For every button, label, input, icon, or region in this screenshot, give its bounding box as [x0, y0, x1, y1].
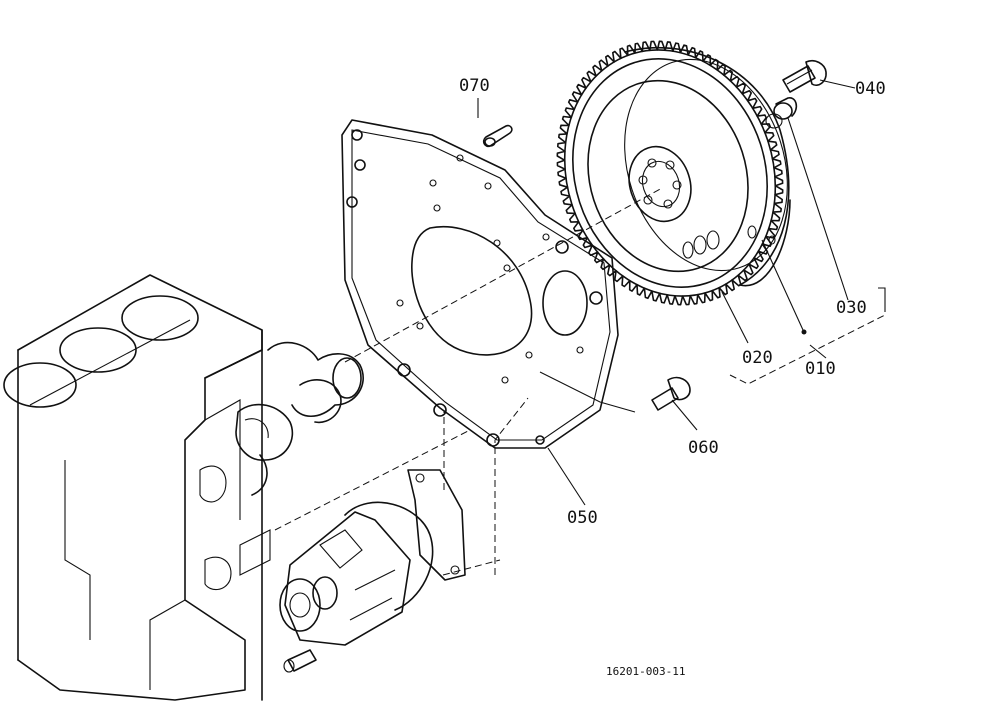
ring-gear-teeth-outline — [556, 40, 784, 306]
label-020: 020 — [742, 348, 773, 368]
ring-gear-teeth — [556, 40, 784, 306]
label-040: 040 — [855, 79, 886, 99]
assembly-lines — [274, 187, 886, 576]
dowel-pin — [482, 124, 513, 148]
label-060: 060 — [688, 438, 719, 458]
plate-bolt — [651, 376, 691, 411]
back-plate — [341, 119, 619, 449]
pilot-bearing — [765, 97, 798, 129]
label-010: 010 — [805, 359, 836, 379]
crankshaft — [235, 341, 364, 496]
leader-lines — [477, 79, 886, 506]
engine-block — [3, 274, 271, 701]
drawing-code: 16201-003-11 — [606, 665, 685, 678]
label-030: 030 — [836, 298, 867, 318]
label-070: 070 — [459, 76, 490, 96]
label-050: 050 — [567, 508, 598, 528]
flywheel — [556, 40, 791, 306]
flywheel-bolt — [782, 59, 827, 93]
starter-motor — [279, 469, 466, 673]
